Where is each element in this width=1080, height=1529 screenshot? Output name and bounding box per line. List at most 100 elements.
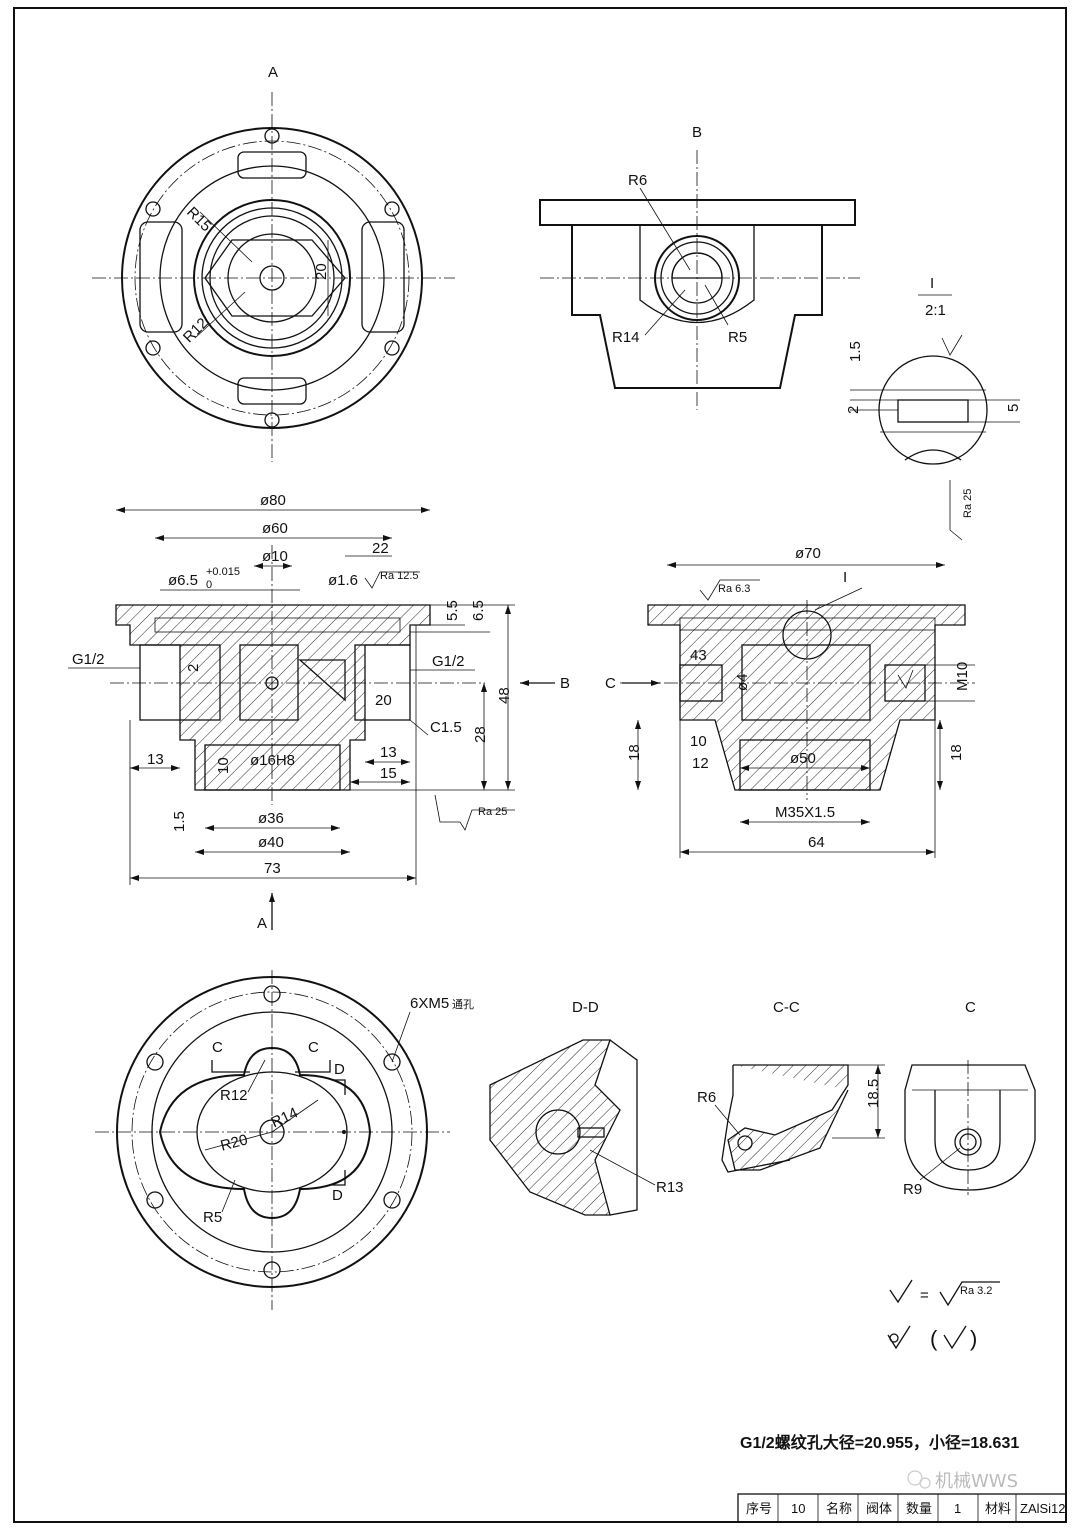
ra-3-2: Ra 3.2	[960, 1285, 992, 1297]
detail-label: I	[930, 275, 934, 292]
title-block: 序号 10 名称 阀体 数量 1 材料 ZAlSi12	[737, 1493, 1067, 1523]
dim-top-20: 20	[313, 263, 330, 280]
section-dd-label: D-D	[572, 999, 599, 1016]
dim-sec-d50: ø50	[790, 750, 816, 767]
view-label-a: A	[268, 64, 278, 81]
dim-front-13-left: 13	[147, 751, 164, 768]
dim-sec-10: 10	[690, 733, 707, 750]
roughness-legend: = Ra 3.2 ( )	[887, 1279, 1000, 1351]
detail-scale: 2:1	[925, 302, 946, 319]
cut-d-bottom: D	[332, 1187, 343, 1204]
dim-cc-18-5: 18.5	[865, 1079, 882, 1108]
arrow-a-label: A	[257, 915, 267, 932]
cut-c-right: C	[308, 1039, 319, 1056]
ra-12-5: Ra 12.5	[380, 570, 419, 582]
watermark-text: 机械WWS	[935, 1471, 1018, 1492]
thread-note: G1/2螺纹孔大径=20.955，小径=18.631	[740, 1433, 1019, 1452]
detail-view: I 2:1 1.5 2 5 Ra 25	[845, 275, 1022, 541]
watermark: 机械WWS	[907, 1470, 1018, 1492]
dim-side-r5: R5	[728, 329, 747, 346]
legend-eq: =	[920, 1287, 929, 1304]
dim-front-d6-5: ø6.5	[168, 572, 198, 589]
tb-material-value: ZAlSi12	[1020, 1501, 1066, 1516]
dim-front-6-5: 6.5	[470, 600, 487, 621]
top-view: A R15 R12 20	[92, 64, 455, 462]
dim-bot-r12: R12	[220, 1087, 248, 1104]
dim-bot-r14: R14	[268, 1104, 300, 1131]
ra-25-front: Ra 25	[478, 806, 507, 818]
arrow-c-label: C	[605, 675, 616, 692]
dim-front-28: 28	[472, 726, 489, 743]
detail-callout-i: I	[843, 569, 847, 586]
dim-front-d60: ø60	[262, 520, 288, 537]
dim-det-2: 2	[845, 406, 862, 414]
view-c-label: C	[965, 999, 976, 1016]
dim-sec-64: 64	[808, 834, 825, 851]
ra-6-3: Ra 6.3	[718, 583, 750, 595]
arrow-b-label: B	[560, 675, 570, 692]
cut-d-top: D	[334, 1061, 345, 1078]
dim-front-tol-upper: +0.015	[206, 566, 240, 578]
dim-bot-r5: R5	[203, 1209, 222, 1226]
view-label-b: B	[692, 124, 702, 141]
dim-bot-holes: 6XM5	[410, 995, 449, 1012]
dim-front-2: 2	[185, 664, 202, 672]
dim-front-20: 20	[375, 692, 392, 709]
dim-front-5-5: 5.5	[444, 600, 461, 621]
dim-front-1-5: 1.5	[171, 811, 188, 832]
dim-cc-r6: R6	[697, 1089, 716, 1106]
section-cc-label: C-C	[773, 999, 800, 1016]
dim-det-5: 5	[1005, 404, 1022, 412]
cut-c-left: C	[212, 1039, 223, 1056]
dim-side-r14: R14	[612, 329, 640, 346]
ra-25-detail: Ra 25	[962, 489, 974, 518]
dim-bot-r20: R20	[219, 1131, 250, 1155]
dim-front-d10: ø10	[262, 548, 288, 565]
dim-front-g12-right: G1/2	[432, 653, 465, 670]
dim-front-48: 48	[496, 687, 513, 704]
dim-front-tol-lower: 0	[206, 579, 212, 591]
dim-sec-18-left: 18	[626, 744, 643, 761]
legend-paren-close: )	[970, 1326, 977, 1351]
dim-front-g12-left: G1/2	[72, 651, 105, 668]
dim-bot-holes-suffix: 通孔	[452, 998, 474, 1011]
side-view: B R6 R14 R5	[539, 124, 860, 410]
dim-front-d1-6: ø1.6	[328, 572, 358, 589]
view-c: C R9	[903, 999, 1036, 1198]
dim-sec-43: 43	[690, 647, 707, 664]
dim-front-d36: ø36	[258, 810, 284, 827]
section-cc: C-C 18.5 R6	[697, 999, 885, 1173]
dim-sec-d70: ø70	[795, 545, 821, 562]
dim-front-d80: ø80	[260, 492, 286, 509]
front-section: ø80 ø60 ø10 22 ø6.5 +0.015 0 ø1.6 Ra 12.…	[68, 492, 570, 932]
tb-seq-value: 10	[791, 1501, 805, 1516]
dim-front-d16h8: ø16H8	[250, 752, 295, 769]
legend-paren-open: (	[930, 1326, 938, 1351]
tb-name-label: 名称	[826, 1501, 852, 1516]
tb-name-value: 阀体	[866, 1501, 892, 1516]
dim-front-10: 10	[215, 757, 232, 774]
dim-sec-m35: M35X1.5	[775, 804, 835, 821]
dim-sec-m10: M10	[954, 662, 971, 691]
tb-seq-label: 序号	[746, 1501, 772, 1516]
dim-sec-d4: ø4	[734, 673, 751, 691]
right-section: ø70 Ra 6.3 I 43 ø4 M10 C 18 18 10 12 ø50…	[605, 545, 975, 858]
dim-front-22: 22	[372, 540, 389, 557]
bottom-view: C C D D 6XM5 通孔 R12 R14 R20 R5	[95, 970, 474, 1310]
tb-qty-value: 1	[954, 1501, 961, 1516]
tb-material-label: 材料	[985, 1501, 1011, 1516]
dim-front-d40: ø40	[258, 834, 284, 851]
dim-det-1-5: 1.5	[847, 341, 864, 362]
dim-side-r6: R6	[628, 172, 647, 189]
section-dd: D-D R13	[489, 999, 684, 1216]
dim-sec-12: 12	[692, 755, 709, 772]
dim-dd-r13: R13	[656, 1179, 684, 1196]
drawing-border	[13, 7, 1067, 1523]
dim-front-73: 73	[264, 860, 281, 877]
dim-front-15: 15	[380, 765, 397, 782]
dim-front-c1-5: C1.5	[430, 719, 462, 736]
dim-c-r9: R9	[903, 1181, 922, 1198]
dim-front-13-right: 13	[380, 744, 397, 761]
tb-qty-label: 数量	[906, 1501, 932, 1516]
